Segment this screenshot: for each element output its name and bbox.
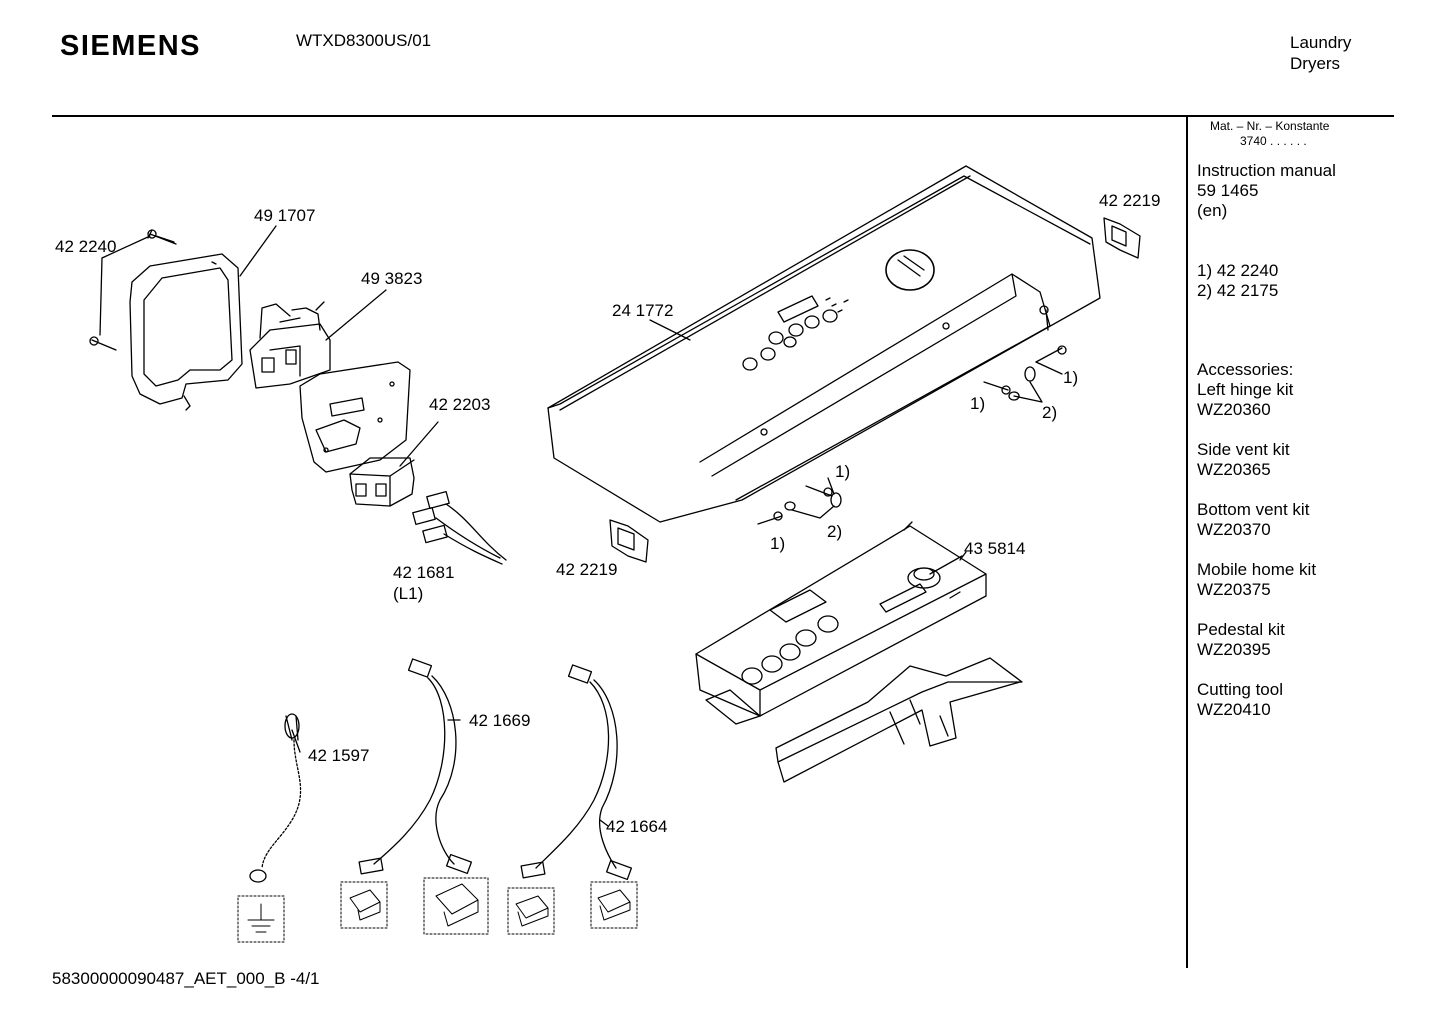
cover-icon [129,253,243,411]
footnote-1: 1) 42 2240 [1197,261,1279,280]
manual-number: 59 1465 [1197,181,1259,200]
connector-symbol-icon [590,881,638,929]
connector-symbol-icon [340,881,388,929]
screw-washer-icon [983,345,1067,403]
accessory-code: WZ20360 [1197,400,1271,419]
accessories-title: Accessories: [1197,360,1294,379]
screw-washer-icon [757,477,842,525]
manual-lang: (en) [1197,201,1228,220]
document-id: 58300000090487_AET_000_B -4/1 [52,969,320,988]
wire-icon [358,658,473,875]
leader-line [99,235,151,336]
accessory-code: WZ20365 [1197,460,1271,479]
part-number: 43 5814 [964,539,1026,558]
mat-header: Mat. – Nr. – Konstante [1210,119,1330,133]
leader-line [649,319,691,341]
board-bracket-icon [775,657,1023,783]
part-number: 49 1707 [254,206,316,225]
category-line-2: Dryers [1290,54,1341,73]
part-number: 42 1681 [393,563,455,582]
sidebar-divider [1186,115,1188,968]
accessory-name: Side vent kit [1197,440,1290,459]
callout-1: 1) [1063,368,1079,387]
callout-2: 2) [1042,403,1058,422]
callout-2: 2) [827,522,843,541]
leader-line [239,225,277,277]
part-number: 42 2240 [55,237,117,256]
screw-bottom-icon [89,336,117,351]
leader-line [399,421,439,467]
ground-wire-icon [249,713,302,883]
brand-logo: SIEMENS [60,30,202,62]
accessory-item: Bottom vent kit WZ20370 [1197,500,1316,540]
control-board-icon [695,521,987,725]
mat-value: 3740 . . . . . . [1240,134,1307,148]
part-note: (L1) [393,584,424,603]
callout-1: 1) [835,462,851,481]
model-number: WTXD8300US/01 [296,31,432,50]
bracket-left-icon [609,519,649,563]
accessory-name: Bottom vent kit [1197,500,1310,519]
part-number: 42 1597 [308,746,370,765]
terminal-block-icon [249,301,331,389]
accessory-code: WZ20395 [1197,640,1271,659]
accessory-code: WZ20410 [1197,700,1271,719]
relay-icon [349,457,415,507]
part-number: 24 1772 [612,301,674,320]
accessory-code: WZ20375 [1197,580,1271,599]
wire-harness-icon [412,490,507,565]
accessory-item: Mobile home kit WZ20375 [1197,560,1316,600]
part-number: 42 1664 [606,817,668,836]
part-number: 49 3823 [361,269,423,288]
accessory-name: Left hinge kit [1197,380,1294,399]
wire-icon [520,664,633,881]
callout-1: 1) [970,394,986,413]
footnotes: 1) 42 2240 2) 42 2175 [1197,261,1278,301]
accessory-item: Cutting tool WZ20410 [1197,680,1316,720]
part-number: 42 2203 [429,395,491,414]
manual-title: Instruction manual [1197,161,1336,180]
callout-1: 1) [770,534,786,553]
part-number: 42 2219 [1099,191,1161,210]
instruction-manual: Instruction manual 59 1465 (en) [1197,161,1336,221]
accessories-block: Accessories: Left hinge kit WZ20360 Side… [1197,360,1316,720]
part-number: 42 2219 [556,560,618,579]
accessory-name: Mobile home kit [1197,560,1317,579]
accessory-code: WZ20370 [1197,520,1271,539]
category-line-1: Laundry [1290,33,1352,52]
mounting-plate-icon [299,361,411,473]
accessory-name: Pedestal kit [1197,620,1285,639]
accessory-item: Side vent kit WZ20365 [1197,440,1316,480]
connector-symbol-icon [507,887,555,935]
accessory-name: Cutting tool [1197,680,1283,699]
header-divider [52,115,1394,117]
ground-symbol-icon [237,895,285,943]
leader-line [325,289,387,341]
screw-top-icon [147,229,177,245]
part-number: 42 1669 [469,711,531,730]
accessory-item: Pedestal kit WZ20395 [1197,620,1316,660]
footnote-2: 2) 42 2175 [1197,281,1279,300]
control-panel-icon [547,165,1101,523]
connector-symbol-icon [423,877,489,935]
bracket-right-icon [1103,217,1141,259]
product-category: Laundry Dryers [1290,32,1351,74]
accessory-item: Left hinge kit WZ20360 [1197,380,1316,420]
leader-line [929,555,963,575]
leader-line [599,819,609,827]
leader-line [291,729,301,753]
